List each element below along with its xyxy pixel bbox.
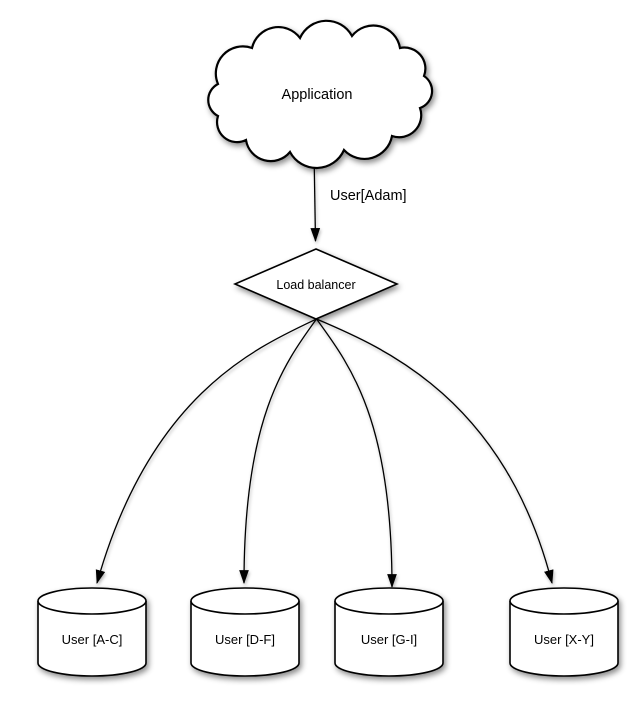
application-cloud-node: Application — [207, 19, 434, 170]
cylinder-icon — [334, 601, 444, 677]
cylinder-top — [334, 587, 444, 615]
cylinder-icon — [190, 601, 300, 677]
cloud-icon — [207, 19, 434, 170]
connectors — [95, 149, 554, 589]
edge-label-user-adam: User[Adam] — [330, 188, 407, 204]
shard-ac-label: User [A-C] — [62, 632, 123, 647]
application-label: Application — [282, 87, 353, 103]
cylinder-icon — [509, 601, 619, 677]
shard-xy-label: User [X-Y] — [534, 632, 594, 647]
connector-loadbalancer-to-shard-df — [239, 318, 318, 585]
connector-loadbalancer-to-shard-xy — [316, 318, 554, 585]
load-balancer-node: Load balancer — [232, 248, 400, 320]
connector-loadbalancer-to-shard-gi — [315, 318, 397, 589]
shard-node-gi: User [G-I] — [334, 587, 444, 677]
cylinder-icon — [37, 601, 147, 677]
cylinder-top — [37, 587, 147, 615]
shard-node-xy: User [X-Y] — [509, 587, 619, 677]
cylinder-top — [190, 587, 300, 615]
diamond-icon — [232, 248, 400, 320]
shard-node-df: User [D-F] — [190, 587, 300, 677]
shard-gi-label: User [G-I] — [361, 632, 417, 647]
connector-loadbalancer-to-shard-ac — [95, 318, 317, 585]
shard-df-label: User [D-F] — [215, 632, 275, 647]
cylinder-top — [509, 587, 619, 615]
load-balancer-label: Load balancer — [276, 278, 355, 292]
shard-node-ac: User [A-C] — [37, 587, 147, 677]
